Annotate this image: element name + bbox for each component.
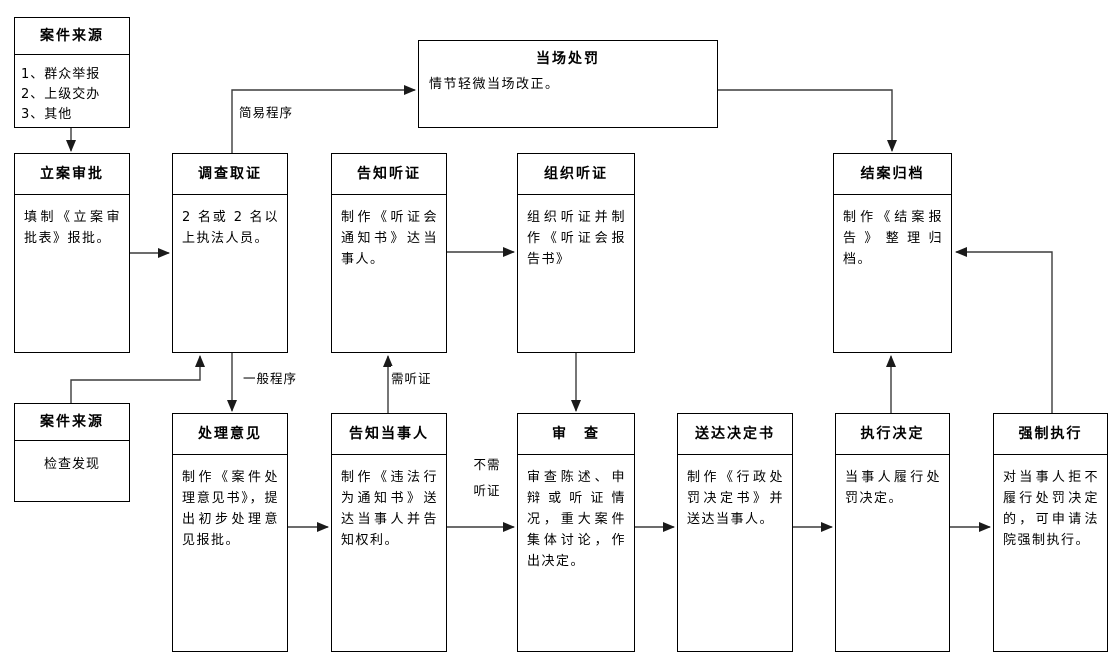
box-title: 告知听证 [332, 154, 446, 195]
label-hearing-not-required: 不需 听证 [460, 452, 514, 504]
box-title: 组织听证 [518, 154, 634, 195]
box-title: 当场处罚 [536, 51, 600, 67]
box-body: 对当事人拒不履行处罚决定的，可申请法院强制执行。 [1003, 470, 1099, 548]
connector-enforcement-to-closing [955, 247, 1053, 413]
box-body: 制作《案件处理意见书》，提出初步处理意见报批。 [182, 470, 279, 548]
box-handling-opinion: 处理意见 制作《案件处理意见书》，提出初步处理意见报批。 [172, 413, 288, 652]
connector-investigation-to-onsite-penalty [231, 85, 416, 153]
box-title: 审 查 [518, 414, 634, 455]
box-body: 2 名或 2 名以上执法人员。 [182, 210, 279, 246]
box-title: 执行决定 [836, 414, 949, 455]
box-body: 制作《听证会通知书》达当事人。 [341, 210, 438, 267]
box-body: 填制《立案审批表》报批。 [24, 210, 121, 246]
box-hearing-organize: 组织听证 组织听证并制作《听证会报告书》 [517, 153, 635, 353]
box-title: 结案归档 [834, 154, 951, 195]
box-title: 案件来源 [15, 404, 129, 441]
label-simple-procedure: 简易程序 [239, 100, 294, 126]
connector-onsite-penalty-to-closing [718, 89, 897, 152]
box-party-notice: 告知当事人 制作《违法行为通知书》送达当事人并告知权利。 [331, 413, 447, 652]
box-body: 审查陈述、申辩或听证情况，重大案件集体讨论，作出决定。 [527, 470, 626, 569]
box-title: 送达决定书 [678, 414, 792, 455]
box-decision-execution: 执行决定 当事人履行处罚决定。 [835, 413, 950, 652]
box-body: 制作《行政处罚决定书》并送达当事人。 [687, 470, 784, 527]
box-body: 1、群众举报 2、上级交办 3、其他 [21, 67, 101, 122]
box-title: 案件来源 [15, 18, 129, 55]
connector-inspection-source-to-investigation [70, 355, 205, 403]
box-title: 处理意见 [173, 414, 287, 455]
box-hearing-notice: 告知听证 制作《听证会通知书》达当事人。 [331, 153, 447, 353]
box-case-source-inspection: 案件来源 检查发现 [14, 403, 130, 502]
box-title: 调查取证 [173, 154, 287, 195]
box-title: 告知当事人 [332, 414, 446, 455]
box-body: 制作《结案报告》整理归档。 [843, 210, 943, 267]
box-body: 检查发现 [43, 457, 100, 472]
box-case-closing: 结案归档 制作《结案报告》整理归档。 [833, 153, 952, 353]
box-compulsory-enforcement: 强制执行 对当事人拒不履行处罚决定的，可申请法院强制执行。 [993, 413, 1108, 652]
box-title: 立案审批 [15, 154, 129, 195]
box-title: 强制执行 [994, 414, 1107, 455]
box-investigation: 调查取证 2 名或 2 名以上执法人员。 [172, 153, 288, 353]
box-case-source-top: 案件来源 1、群众举报 2、上级交办 3、其他 [14, 17, 130, 128]
box-onsite-penalty: 当场处罚 情节轻微当场改正。 [418, 40, 718, 128]
label-hearing-required: 需听证 [391, 366, 432, 392]
box-body: 组织听证并制作《听证会报告书》 [527, 210, 626, 267]
label-general-procedure: 一般程序 [243, 366, 298, 392]
box-body: 制作《违法行为通知书》送达当事人并告知权利。 [341, 470, 438, 548]
box-body: 情节轻微当场改正。 [429, 77, 560, 92]
box-case-filing-approval: 立案审批 填制《立案审批表》报批。 [14, 153, 130, 353]
box-decision-delivery: 送达决定书 制作《行政处罚决定书》并送达当事人。 [677, 413, 793, 652]
box-review: 审 查 审查陈述、申辩或听证情况，重大案件集体讨论，作出决定。 [517, 413, 635, 652]
box-body: 当事人履行处罚决定。 [845, 470, 941, 506]
